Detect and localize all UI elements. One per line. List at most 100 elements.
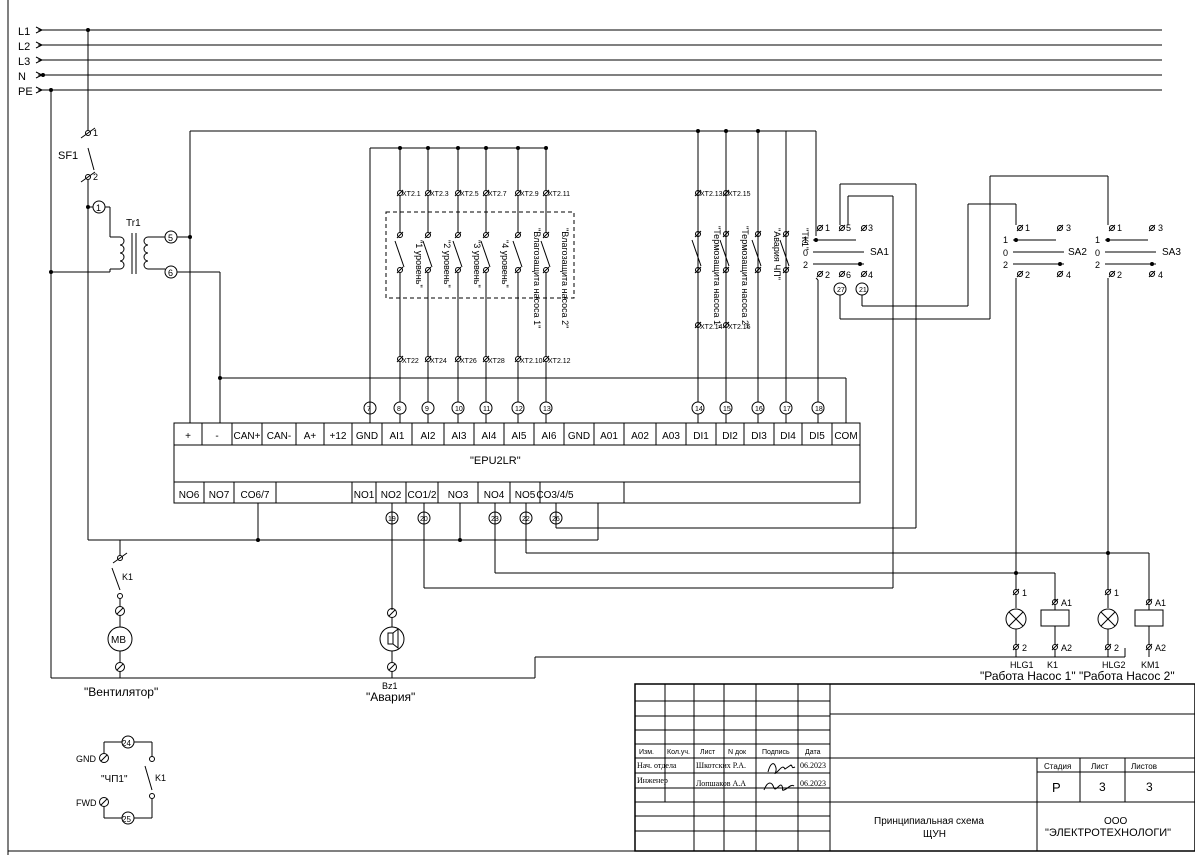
vfd-w1: 24	[122, 739, 131, 748]
controller-top-13: GND	[568, 431, 590, 442]
vfd-contact: K1	[155, 773, 166, 783]
sf1-t1: 1	[93, 128, 98, 138]
sw1-p0: 0	[1003, 248, 1008, 258]
sw2-t2: 2	[1117, 270, 1122, 280]
xt-bottom-2: XT26	[460, 358, 477, 365]
di-contact-2: "Авария ЧП"	[772, 228, 782, 280]
level-contact-5: "Влагозащита насоса 2"	[560, 228, 570, 328]
tr1-n5: 5	[168, 233, 173, 243]
tb-title2: ЩУН	[923, 829, 946, 840]
controller-bottom-12: CO3/4/5	[536, 490, 574, 501]
controller-name: "EPU2LR"	[470, 455, 521, 467]
tb-row1-date: 06.2023	[800, 761, 826, 770]
tr1-n1: 1	[96, 203, 101, 213]
controller-top-5: +12	[330, 431, 347, 442]
xt-di-top-0: XT2.13	[700, 191, 723, 198]
wire-top-8: 15	[723, 406, 731, 413]
controller-top-8: AI2	[420, 431, 435, 442]
pump0-lt2: 2	[1022, 643, 1027, 653]
sw0-p0: 0	[803, 248, 808, 258]
controller-top-20: DI4	[780, 431, 796, 442]
pump1-lt2: 2	[1114, 643, 1119, 653]
pump0-lamp: HLG1	[1010, 660, 1034, 670]
controller-bottom-6: NO1	[354, 490, 375, 501]
wire-top-2: 9	[425, 406, 429, 413]
wire-top-1: 8	[397, 406, 401, 413]
sw2-t3: 3	[1158, 223, 1163, 233]
sw0-t3: 3	[868, 223, 873, 233]
pump1-lt1: 1	[1114, 588, 1119, 598]
level-contact-2: "3 уровень"	[472, 240, 482, 288]
xt-di-bottom-1: XT2.16	[728, 324, 751, 331]
tb-h-izm: Изм.	[639, 749, 654, 756]
title-block: Изм. Кол.уч. Лист N док Подпись Дата Нач…	[634, 683, 1195, 852]
controller-bottom-11: NO5	[515, 490, 536, 501]
fan-caption: "Вентилятор"	[84, 685, 158, 699]
sw0-t1: 1	[825, 223, 830, 233]
sw1-t3: 3	[1066, 223, 1071, 233]
controller-bottom-2: CO6/7	[241, 490, 270, 501]
sw1-t4: 4	[1066, 270, 1071, 280]
sw0-p2: 2	[803, 260, 808, 270]
vfd-name: "ЧП1"	[101, 774, 128, 785]
controller-top-1: -	[215, 431, 218, 442]
sw0-w2: 21	[859, 287, 867, 294]
bus-label-n: N	[18, 71, 26, 83]
level-contact-4: "Влагозащита насоса 1"	[532, 228, 542, 328]
tr1-n6: 6	[168, 268, 173, 278]
controller-top-16: A03	[662, 431, 680, 442]
sw2-t4: 4	[1158, 270, 1163, 280]
controller-top-2: CAN+	[234, 431, 261, 442]
level-contact-0: "1 уровень"	[414, 240, 424, 288]
tb-h-list: Лист	[700, 749, 716, 756]
tb-org2: "ЭЛЕКТРОТЕХНОЛОГИ"	[1045, 827, 1171, 839]
di-contact-3: "ТК1"	[800, 228, 810, 250]
pump1-ra1: A1	[1155, 598, 1166, 608]
bus-label-pe: PE	[18, 86, 33, 98]
tb-org1: ООО	[1104, 816, 1128, 827]
xt-bottom-0: XT22	[402, 358, 419, 365]
breaker-sf1: 1 2 SF1	[58, 30, 98, 540]
tb-sheet: 3	[1099, 780, 1106, 794]
transformer-tr1: 1 Tr1 5 6	[49, 129, 847, 423]
vfd-circuit: GND FWD 24 25 K1 "ЧП1"	[76, 735, 166, 825]
pump0-ra1: A1	[1061, 598, 1072, 608]
tb-row1-role: Нач. отдела	[637, 761, 677, 770]
xt-di-top-1: XT2.15	[728, 191, 751, 198]
power-buses: L1 L2 L3 N PE	[18, 26, 1162, 98]
sw0-p1: 1	[803, 235, 808, 245]
bus-label-l3: L3	[18, 56, 30, 68]
tb-stage: Р	[1052, 780, 1061, 795]
sw2-name: SA3	[1162, 247, 1181, 258]
xt-top-3: XT2.7	[488, 191, 507, 198]
tb-h-ndoc: N док	[728, 749, 747, 756]
xt-bottom-4: XT2.10	[520, 358, 543, 365]
tb-h-sign: Подпись	[762, 749, 790, 756]
wire-top-9: 16	[755, 406, 763, 413]
controller-top-12: AI6	[541, 431, 556, 442]
pump0-relay: K1	[1047, 660, 1058, 670]
controller-top-14: A01	[600, 431, 618, 442]
vfd-gnd: GND	[76, 754, 97, 764]
sw1-t2: 2	[1025, 270, 1030, 280]
sheet-frame	[7, 0, 1195, 855]
pump1-lamp: HLG2	[1102, 660, 1126, 670]
sw1-p1: 1	[1003, 235, 1008, 245]
signature-1	[767, 763, 796, 775]
alarm-circuit: Bz1 "Авария"	[366, 608, 415, 704]
controller-bottom-1: NO7	[209, 490, 230, 501]
sw2-p1: 1	[1095, 235, 1100, 245]
tb-h-date: Дата	[805, 749, 821, 756]
tb-sheets-h: Листов	[1131, 762, 1157, 771]
tb-sheets: 3	[1146, 780, 1153, 794]
di-contact-0: "Термозащита насоса 1"	[712, 226, 722, 328]
sw1-p2: 2	[1003, 260, 1008, 270]
xt-bottom-1: XT24	[430, 358, 447, 365]
